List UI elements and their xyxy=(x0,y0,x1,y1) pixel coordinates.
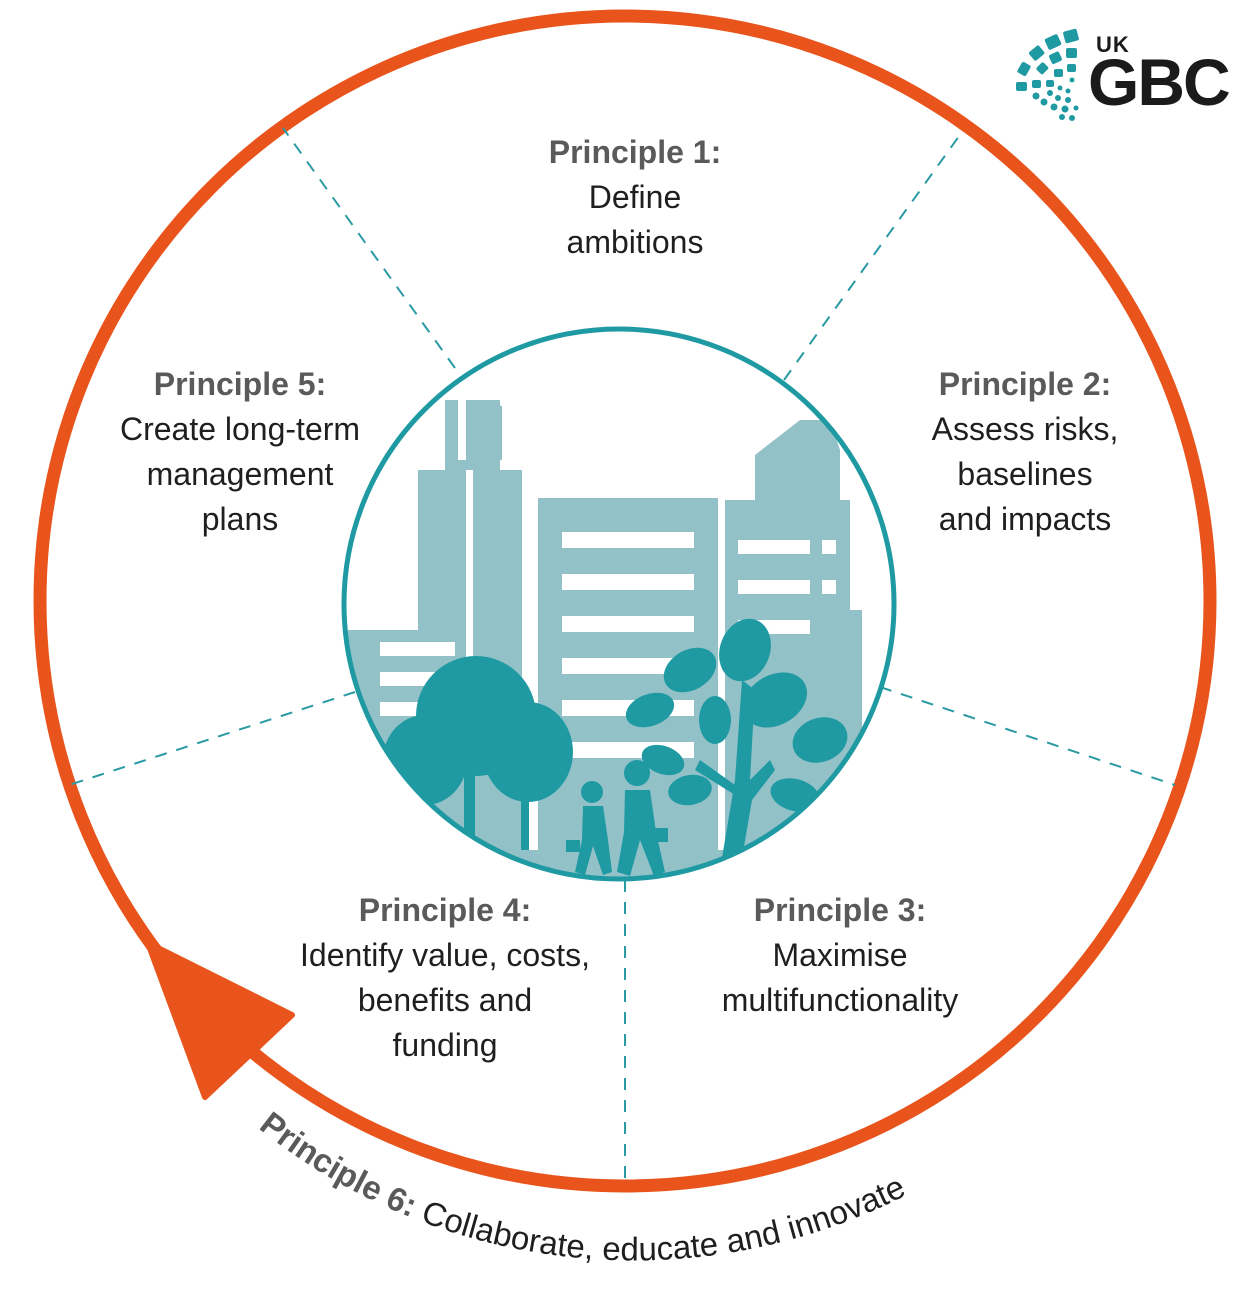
ukgbc-logo: UK GBC xyxy=(1012,22,1237,132)
principle-3-title: Principle 3: xyxy=(753,892,927,928)
center-circle-border xyxy=(341,326,897,882)
principle-4-line-2: benefits and xyxy=(357,982,533,1018)
principle-2-title: Principle 2: xyxy=(938,366,1112,402)
principle-1-title: Principle 1: xyxy=(548,134,722,170)
divider-p1-p5 xyxy=(282,127,456,369)
divider-p4-p5 xyxy=(65,691,356,787)
segment-dividers xyxy=(65,127,1176,1185)
principle-5-line-2: management xyxy=(146,456,334,492)
city-illustration xyxy=(344,329,894,879)
cycle-arrow-head xyxy=(145,940,295,1100)
principle-5-line-1: Create long-term xyxy=(119,411,361,447)
principle-3-line-2: multifunctionality xyxy=(721,982,959,1018)
principle-4-label: Principle 4: Identify value, costs, bene… xyxy=(265,888,625,1068)
principle-5-line-3: plans xyxy=(201,501,279,537)
principle-4-line-3: funding xyxy=(392,1027,498,1063)
principle-1-label: Principle 1: Define ambitions xyxy=(485,130,785,265)
principle-1-line-1: Define xyxy=(588,179,682,215)
divider-p1-p2 xyxy=(783,131,963,381)
principle-2-label: Principle 2: Assess risks, baselines and… xyxy=(895,362,1155,542)
principle-3-line-1: Maximise xyxy=(772,937,908,973)
logo-text-gbc: GBC xyxy=(1088,45,1231,119)
principle-2-line-1: Assess risks, xyxy=(931,411,1119,447)
principle-4-line-1: Identify value, costs, xyxy=(300,937,590,973)
principle-5-title: Principle 5: xyxy=(153,366,327,402)
principle-5-label: Principle 5: Create long-term management… xyxy=(90,362,390,542)
cycle-label-title: Principle 6: xyxy=(254,1104,423,1224)
principle-2-line-2: baselines xyxy=(957,456,1093,492)
principle-3-label: Principle 3: Maximise multifunctionality xyxy=(680,888,1000,1023)
outer-cycle-ring xyxy=(33,9,1217,1193)
logo-mark-icon xyxy=(1016,28,1079,121)
principle-2-line-3: and impacts xyxy=(938,501,1112,537)
principle-4-title: Principle 4: xyxy=(358,892,532,928)
divider-p2-p3 xyxy=(879,686,1176,786)
logo-text-uk: UK xyxy=(1096,32,1130,57)
principle-1-line-2: ambitions xyxy=(566,224,704,260)
